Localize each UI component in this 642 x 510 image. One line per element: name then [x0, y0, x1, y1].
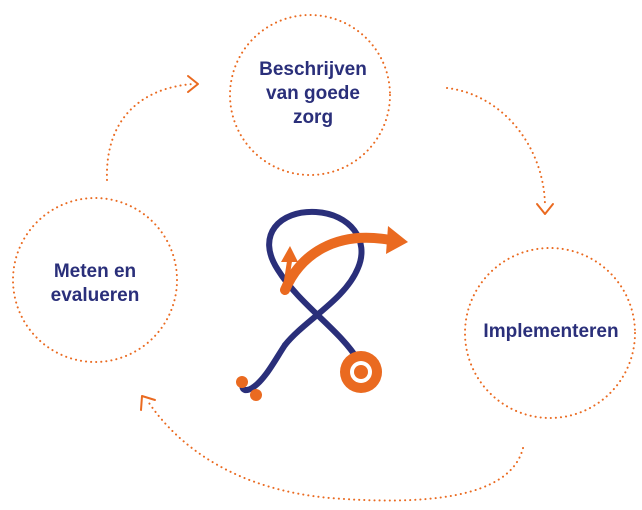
check-small-arrow-head	[281, 246, 298, 262]
check-arrow-head	[386, 226, 408, 254]
arrowhead-measure-to-describe	[187, 75, 199, 93]
node-circle-implement	[464, 247, 636, 419]
arrow-describe-to-implement	[446, 87, 546, 208]
stethoscope-tube-loop	[266, 208, 365, 363]
arrowhead-implement-to-measure	[140, 395, 156, 411]
arrow-measure-to-describe	[105, 83, 194, 181]
stethoscope-with-checkmark-icon	[236, 208, 408, 401]
stethoscope-earpiece	[239, 342, 288, 394]
node-label-describe: Beschrijven van goede zorg	[259, 59, 367, 128]
earbud-tip-left	[236, 376, 248, 388]
node-circle-describe	[229, 14, 391, 176]
check-small-arrow	[282, 255, 293, 293]
arrowhead-describe-to-implement	[536, 203, 554, 215]
chest-piece-core	[354, 365, 368, 379]
check-arrow	[280, 232, 395, 295]
node-label-measure: Meten en evalueren	[50, 261, 140, 306]
arrow-implement-to-measure	[146, 399, 524, 502]
node-circle-measure	[12, 197, 178, 363]
node-label-implement: Implementeren	[483, 321, 619, 342]
earbud-tip-right	[250, 389, 262, 401]
